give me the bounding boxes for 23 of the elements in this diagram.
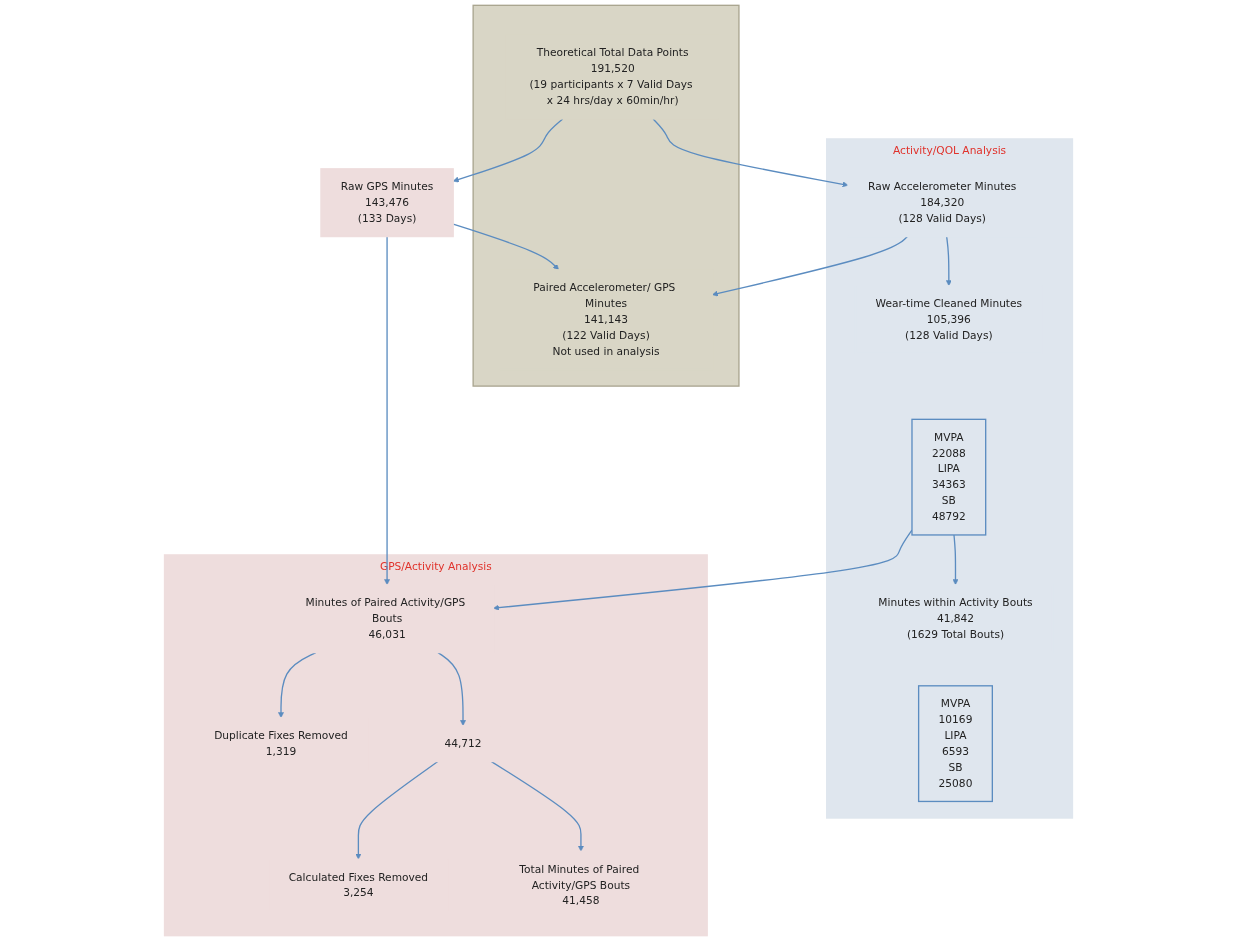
arrow xyxy=(712,235,909,297)
arrow xyxy=(952,534,959,586)
node-box: MVPA 10169 LIPA 6593 SB 25080 xyxy=(917,685,993,803)
cluster xyxy=(472,4,740,387)
node-text: Paired Accelerometer/ GPS Minutes 141,143 (122 Valid Days) Not used in analysis xyxy=(533,281,676,358)
node-text: 44,712 xyxy=(444,736,482,750)
node-text: Duplicate Fixes Removed 1,319 xyxy=(214,729,348,758)
node-text: Raw Accelerometer Minutes 184,320 (128 Valid Days) xyxy=(867,180,1017,225)
node-text: Wear-time Cleaned Minutes 105,396 (128 Valid Days) xyxy=(875,297,1023,342)
node-text: Minutes of Paired Activity/GPS Bouts 46,031 xyxy=(305,596,466,641)
node-text: Minutes within Activity Bouts 41,842 (1629 Total Bouts) xyxy=(878,596,1033,641)
arrow xyxy=(437,651,466,726)
arrow xyxy=(355,760,439,860)
node-text: Total Minutes of Paired Activity/GPS Bouts 41,458 xyxy=(519,862,640,908)
arrow xyxy=(945,235,952,286)
arrow xyxy=(652,118,849,188)
arrow xyxy=(384,235,390,586)
arrow xyxy=(490,760,584,852)
node-text: Theoretical Total Data Points 191,520 (19 participants x 7 Valid Days x 24 hrs/day x 60min/hr) xyxy=(529,46,693,107)
node-box: Raw GPS Minutes 143,476 (133 Days) xyxy=(320,168,454,238)
node-text: Calculated Fixes Removed 3,254 xyxy=(288,870,429,900)
arrow xyxy=(278,651,317,718)
node-box: MVPA 22088 LIPA 34363 SB 48792 xyxy=(911,418,987,536)
